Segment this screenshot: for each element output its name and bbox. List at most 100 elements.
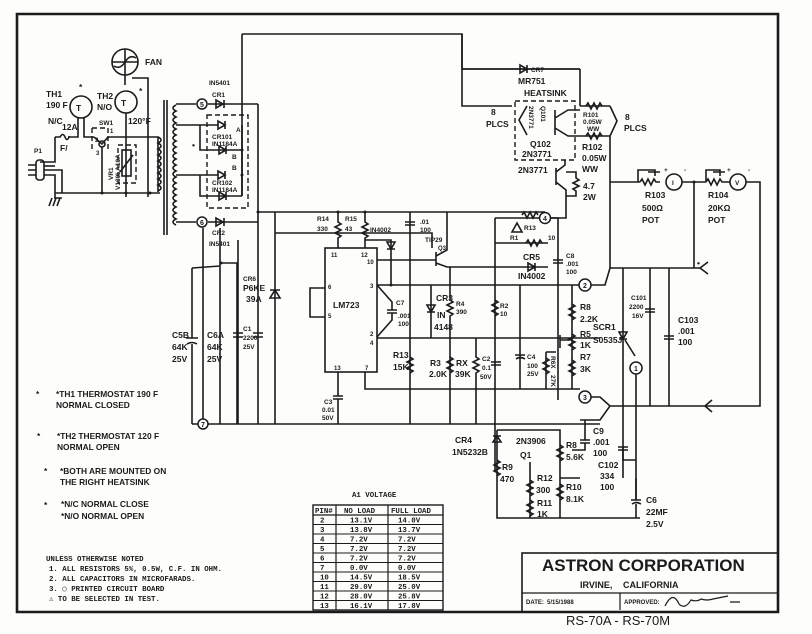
cell-pin: 11 [320,584,329,592]
c9-volts: 100 [593,448,607,458]
cr5-part: IN4002 [518,271,546,281]
scr1-part: S0535J [593,335,623,345]
r13x-resistor [521,210,539,220]
cell-pin: 5 [320,546,325,554]
cr3-part: IN [437,310,446,320]
vr1-part: V130LA10A [115,154,122,190]
cr3-diode [425,304,437,314]
svg-text:4: 4 [543,216,547,223]
svg-text:1: 1 [634,366,638,373]
pcb-point-4: 4 [538,211,552,225]
thermostat-th1: T [69,95,93,119]
cr101-part: IN1184A [212,141,238,148]
general-notes: UNLESS OTHERWISE NOTED 1. ALL RESISTORS … [46,556,222,604]
svg-text:*: * [44,466,48,476]
in4002-top-diode [385,241,397,251]
r5-value: 1K [580,340,592,350]
svg-text:7: 7 [201,422,205,429]
c7-volts: 100 [398,321,409,328]
general-notes-heading: UNLESS OTHERWISE NOTED [46,556,144,564]
bridge-label-b2: B [232,165,237,172]
svg-text:1: 1 [110,129,114,135]
q102-part: 2N3771 [522,149,552,159]
r11-ref: R11 [537,498,552,508]
transformer-primary [156,136,162,192]
plcs-left-bracket [518,105,528,136]
cell-full-load: 7.2V [398,546,416,554]
svg-text:THE RIGHT HEATSINK: THE RIGHT HEATSINK [60,477,150,487]
title-block: ASTRON CORPORATION IRVINE, CALIFORNIA DA… [521,552,779,628]
r1-ref: R1 [510,235,519,242]
cell-pin: 12 [320,594,329,602]
plcs-right-bracket [609,105,618,137]
fuse-symbol [55,133,71,141]
svg-text:-: - [748,167,750,174]
cr3-part2: 4148 [434,322,453,332]
c102-value: 334 [600,471,614,481]
svg-text:5: 5 [200,102,204,109]
svg-text:*TH1 THERMOSTAT 190 F: *TH1 THERMOSTAT 190 F [56,389,158,399]
select-in-test-triangle [510,221,524,233]
r8b-value: 5.6K [566,452,585,462]
in4002-top-part: IN4002 [370,227,391,234]
cell-no-load: 7.2V [350,537,368,545]
q1-ref: Q1 [520,450,532,460]
c9-capacitor [572,420,590,451]
c1-ref: C1 [243,326,252,333]
svg-text:10: 10 [367,260,374,266]
c9-ref: C9 [593,426,604,436]
output-terminal-neg [704,399,713,413]
c8-ref: C8 [566,253,575,260]
svg-text:NORMAL OPEN: NORMAL OPEN [57,442,120,452]
r2-resistor [490,299,500,317]
c103-ref: C103 [678,315,699,325]
cr2-ref: CR2 [212,230,225,237]
plcs-left-count: 8 [491,107,496,117]
c102-ref: C102 [598,460,619,470]
r10-resistor [555,483,565,501]
sw1-label: SW1 [99,120,113,127]
cell-no-load: 0.0V [350,565,368,573]
r13-value: 15K [393,362,409,372]
svg-text:3: 3 [370,284,374,290]
r3-resistor [445,356,455,374]
r8-ref: R8 [580,302,591,312]
c103-capacitor [664,268,674,406]
cell-full-load: 7.2V [398,556,416,564]
svg-text:2: 2 [95,138,99,144]
lm723-label: LM723 [333,300,360,310]
c3-value: 0.01 [322,407,335,414]
cr102-ref: CR102 [212,180,233,187]
c5b-ref: C5B [172,330,189,340]
svg-text:•: • [697,258,700,268]
c6a-volts: 25V [207,354,222,364]
c-01-volts: 100 [420,227,431,234]
cr6-ref: CR6 [243,276,256,283]
ground-icon [48,197,62,207]
svg-text:+: + [727,167,731,174]
legend-note-th2: * *TH2 THERMOSTAT 120 F NORMAL OPEN [37,431,159,452]
r10-value: 8.1K [566,494,585,504]
cr5-ref: CR5 [523,252,540,262]
r6x-resistor [541,357,551,375]
cell-pin: 10 [320,575,329,583]
c102-capacitor [618,446,636,461]
r102-value: 0.05W [582,153,608,163]
r2-ref: R2 [500,303,509,310]
fuse-rating: 12A [62,122,78,132]
svg-text:3: 3 [96,151,100,157]
c103-volts: 100 [678,337,692,347]
output-terminal-pos [699,261,709,275]
plcs-left-label: PLCS [486,119,509,129]
cell-full-load: 25.0V [398,584,421,592]
r102-type: WW [582,164,599,174]
lm723-chip [324,247,378,373]
